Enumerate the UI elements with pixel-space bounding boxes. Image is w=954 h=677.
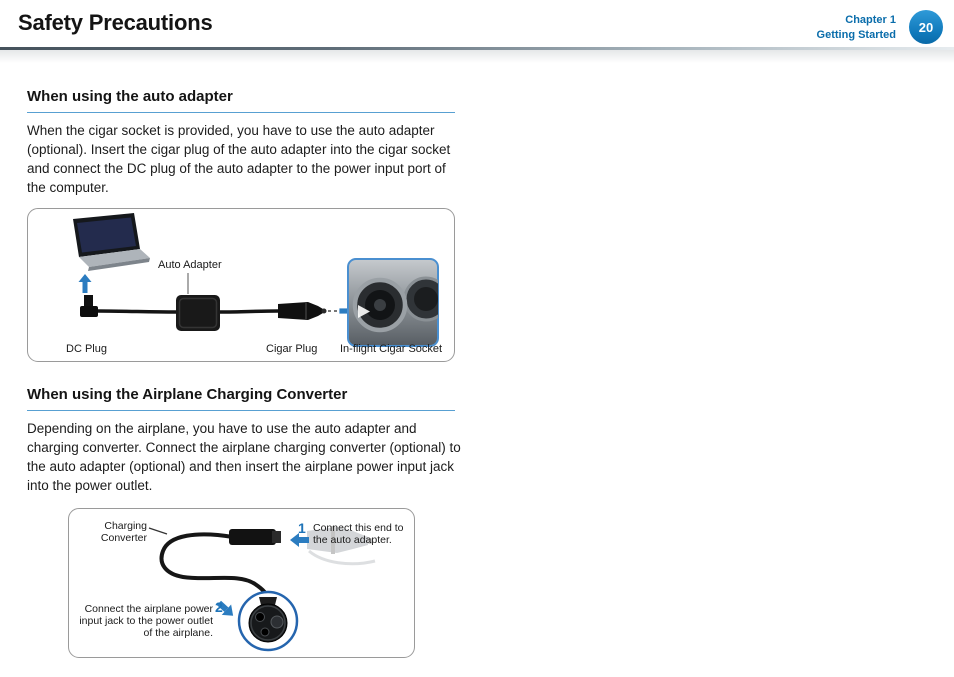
page-number-badge: 20 (909, 10, 943, 44)
converter-cable (159, 532, 269, 599)
left-arrow-icon (290, 533, 309, 547)
label-charging-converter: Charging Converter (100, 520, 147, 544)
down-right-arrow-icon (216, 600, 234, 616)
label-inflight-cigar-socket: In-flight Cigar Socket (340, 343, 443, 355)
section-body-auto-adapter: When the cigar socket is provided, you h… (27, 123, 451, 195)
step2-number: 2 (215, 599, 223, 615)
chapter-label: Chapter 1 (845, 14, 896, 26)
charging-converter-illustration (148, 526, 376, 652)
label-cigar-plug: Cigar Plug (266, 343, 318, 355)
section-heading-auto-adapter: When using the auto adapter (27, 88, 455, 113)
cigar-socket-photo (347, 258, 439, 347)
cigar-plug-icon (278, 302, 327, 320)
figure-auto-adapter: Auto Adapter DC Plug Cigar Plug In-fligh… (27, 208, 455, 362)
step1-number: 1 (298, 520, 306, 536)
step1-text: Connect this end to the auto adapter. (313, 522, 404, 546)
auto-adapter-plug-ghost (307, 526, 376, 566)
section-heading-airplane-converter: When using the Airplane Charging Convert… (27, 386, 455, 411)
step2-text: Connect the airplane power input jack to… (79, 603, 213, 639)
label-pointer-line (148, 527, 168, 535)
up-arrow-icon (78, 274, 92, 293)
section-body-airplane-converter: Depending on the airplane, you have to u… (27, 421, 461, 493)
airplane-outlet-icon (237, 590, 299, 652)
label-auto-adapter: Auto Adapter (158, 259, 222, 271)
page-title: Safety Precautions (18, 10, 213, 35)
converter-end-icon (229, 529, 281, 545)
auto-adapter-illustration (73, 213, 439, 347)
label-dc-plug: DC Plug (66, 343, 107, 355)
auto-adapter-icon (176, 273, 279, 331)
dc-plug-icon (80, 295, 177, 317)
chapter-block: Chapter 1 Getting Started (817, 13, 896, 43)
figure-airplane-converter: Charging Converter 1 Connect this end to… (68, 508, 415, 658)
header-divider (0, 47, 954, 50)
chapter-section-label: Getting Started (816, 29, 896, 41)
header-shadow (0, 50, 954, 63)
laptop-icon (73, 213, 150, 271)
